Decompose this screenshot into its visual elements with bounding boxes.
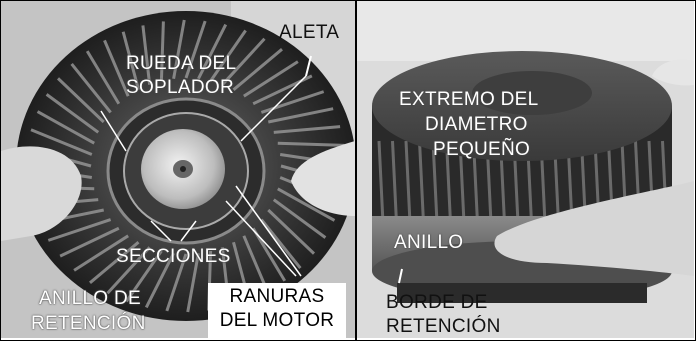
wheel-fin — [70, 62, 112, 114]
wheel-fin — [59, 226, 120, 258]
wheel-fin — [267, 208, 316, 255]
label-rueda-line2: SOPLADOR — [126, 77, 234, 98]
label-ranuras-box: RANURAS DEL MOTOR — [208, 283, 346, 338]
side-fin — [391, 140, 398, 224]
wheel-side-illustration — [357, 1, 694, 338]
wheel-fin — [85, 50, 121, 105]
side-fin — [445, 140, 452, 224]
wheel-fin — [121, 31, 140, 91]
side-fin — [377, 140, 385, 224]
wheel-fin — [243, 60, 299, 98]
label-secciones: SECCIONES — [116, 246, 231, 267]
wheel-fin — [221, 37, 266, 86]
wheel-fin — [106, 246, 151, 295]
label-anillo-retencion-line2: RETENCIÓN — [31, 313, 146, 334]
wheel-fin — [172, 19, 186, 80]
label-extremo-line2: DIAMETRO — [425, 114, 528, 135]
wheel-fin — [197, 23, 228, 80]
wheel-fin — [30, 128, 93, 156]
label-anillo: ANILLO — [394, 232, 464, 253]
wheel-fin — [45, 93, 100, 134]
wheel-fin — [56, 77, 105, 124]
wheel-side-photo: EXTREMO DEL DIAMETRO PEQUEÑO ANILLO BORD… — [357, 1, 694, 338]
wheel-fin — [165, 253, 188, 312]
wheel-fin — [144, 252, 175, 309]
blower-wheel-photo: ALETA RUEDA DEL SOPLADOR SECCIONES ANILL… — [1, 1, 355, 338]
wheel-fin — [277, 141, 345, 147]
wheel-fin — [273, 125, 341, 134]
label-borde-line1: BORDE DE — [386, 292, 488, 313]
wheel-fin — [47, 218, 112, 242]
label-rueda-line1: RUEDA DEL — [126, 53, 237, 74]
label-ranuras-line1: RANURAS — [229, 286, 325, 307]
label-ranuras-line2: DEL MOTOR — [219, 310, 335, 331]
blower-wheel-illustration — [1, 1, 355, 338]
side-fin — [431, 140, 439, 224]
wheel-fin — [159, 21, 165, 82]
wheel-fin — [277, 187, 336, 222]
wheel-fin — [186, 252, 200, 313]
label-borde-line2: RETENCIÓN — [386, 316, 501, 337]
wheel-fin — [260, 90, 325, 114]
wheel-fin — [242, 235, 269, 293]
wheel-fin — [141, 25, 152, 85]
label-extremo-line3: PEQUEÑO — [433, 139, 531, 160]
wheel-fin — [103, 39, 130, 97]
wheel-fin — [232, 48, 283, 91]
wheel-fin — [272, 198, 327, 239]
wheel-fin — [125, 250, 163, 303]
label-anillo-retencion-line1: ANILLO DE — [39, 288, 141, 309]
wheel-fin — [209, 29, 247, 82]
wheel-fin — [184, 20, 207, 79]
side-fin — [404, 140, 412, 224]
label-extremo-line1: EXTREMO DEL — [399, 89, 539, 110]
side-fin — [418, 140, 425, 224]
panel-divider — [355, 0, 357, 341]
wheel-fin — [251, 227, 287, 282]
wheel-fin — [73, 234, 129, 272]
wheel-fin — [89, 241, 140, 284]
wheel-fin — [36, 110, 95, 145]
label-aleta: ALETA — [279, 22, 340, 43]
wheel-fin — [260, 218, 302, 270]
wheel-fin — [267, 107, 334, 124]
